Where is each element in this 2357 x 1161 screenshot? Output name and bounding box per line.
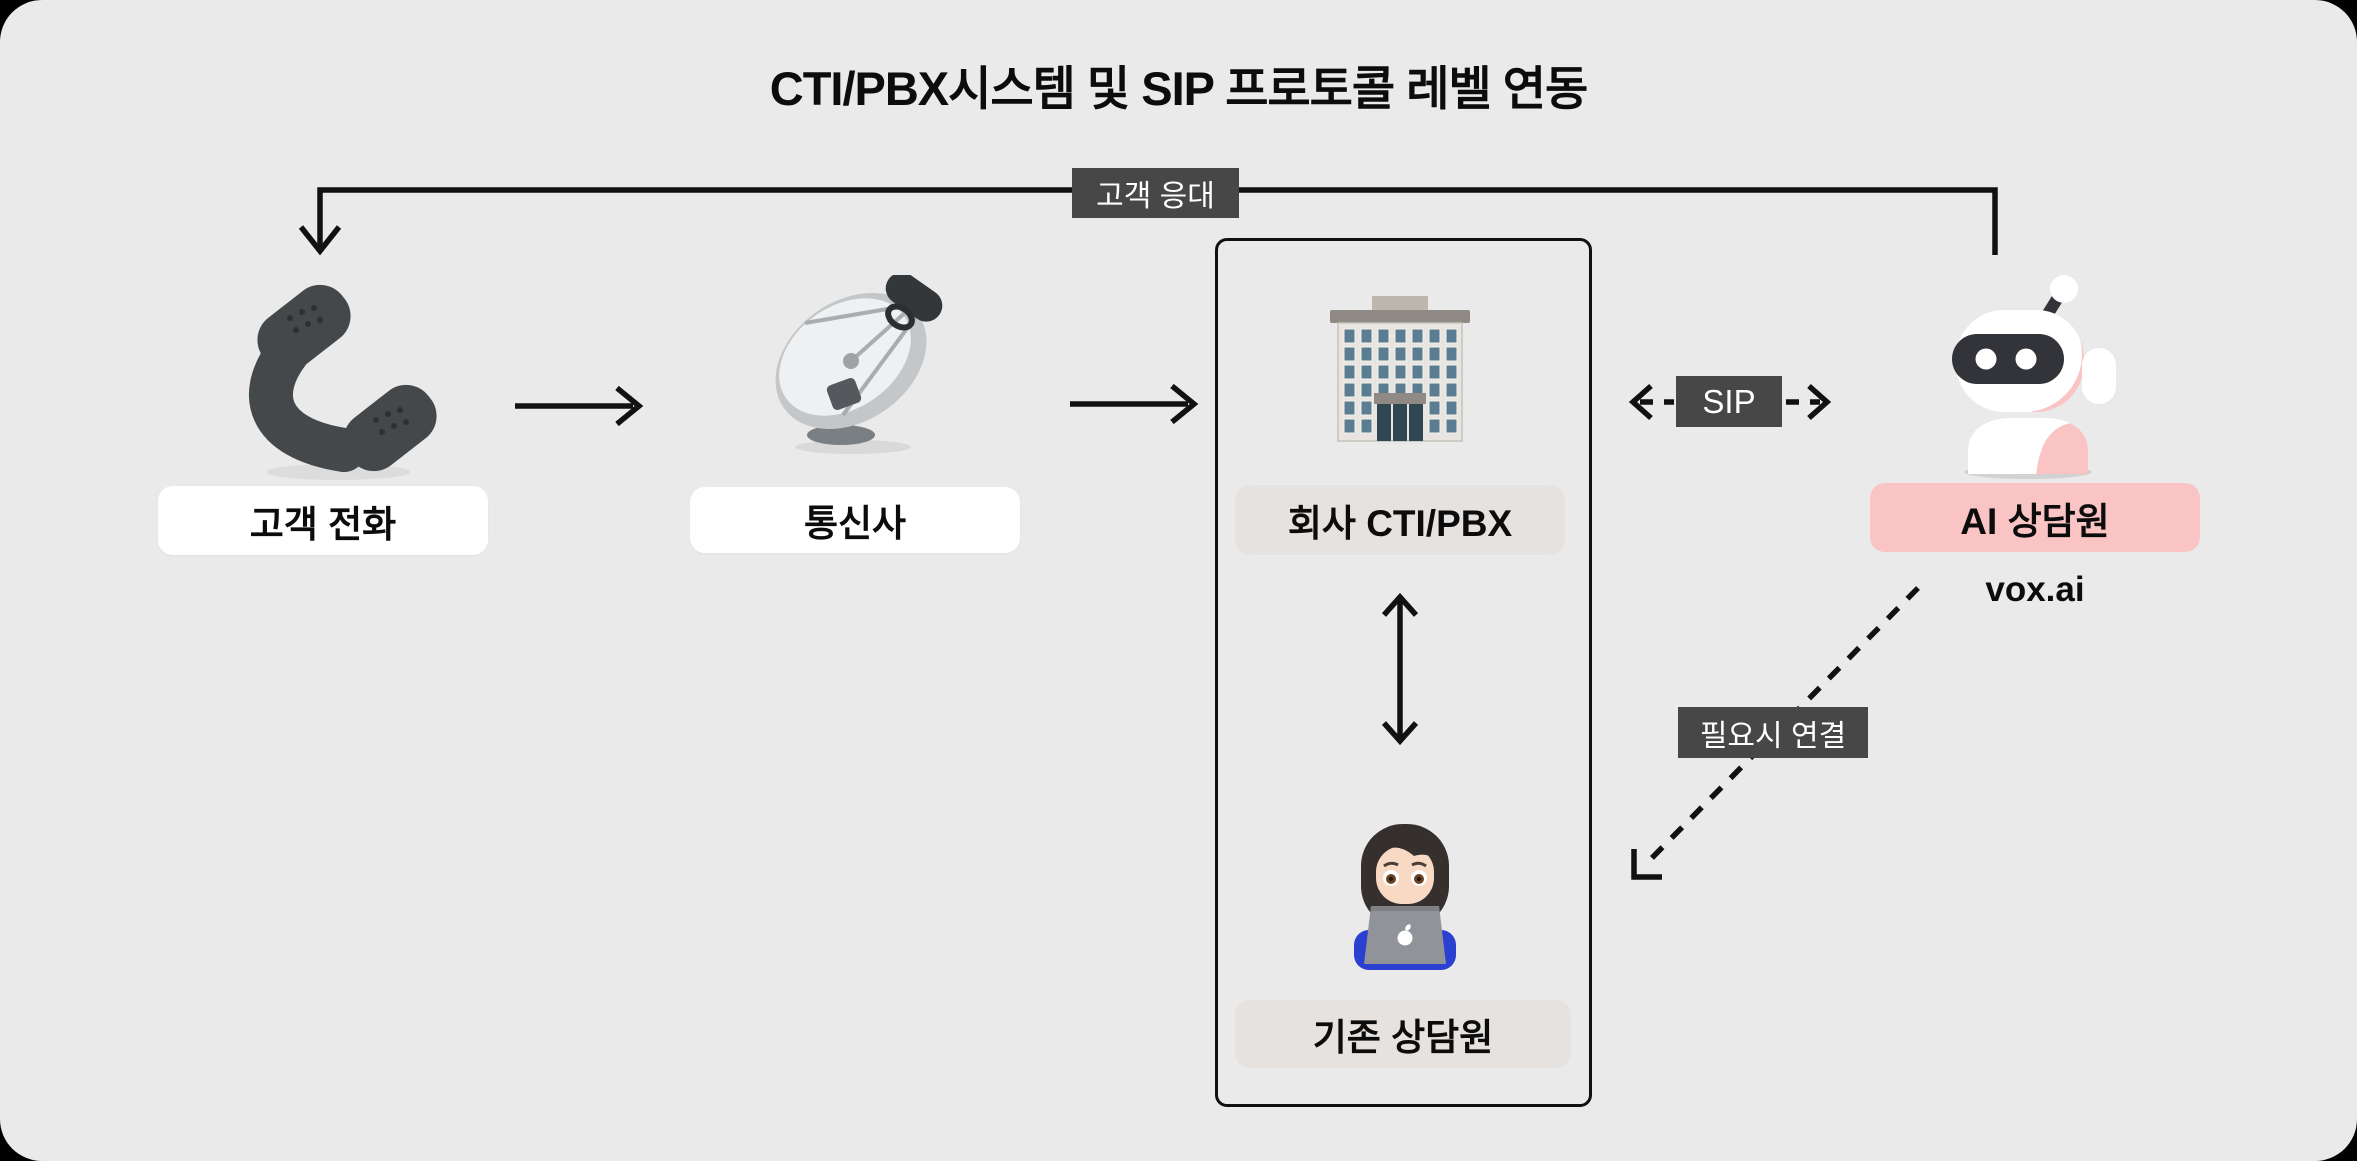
node-telecom-label: 통신사	[690, 487, 1020, 553]
telecom-to-pbx-arrow	[1070, 383, 1199, 425]
badge-sip: SIP	[1676, 376, 1782, 427]
badge-connect-when-needed: 필요시 연결	[1678, 707, 1868, 758]
node-ai-agent-label: AI 상담원	[1870, 483, 2200, 552]
robot-icon	[1952, 266, 2120, 485]
ai-agent-caption: vox.ai	[1985, 570, 2085, 609]
node-customer-phone-label: 고객 전화	[158, 486, 488, 555]
satellite-dish-icon	[765, 272, 955, 462]
node-cti-pbx-label: 회사 CTI/PBX	[1235, 485, 1565, 555]
phone-receiver-icon	[228, 282, 438, 487]
node-existing-agent-label: 기존 상담원	[1235, 1000, 1571, 1068]
badge-customer-service: 고객 응대	[1072, 168, 1239, 218]
woman-technologist-laptop-icon	[1342, 812, 1468, 975]
company-group-box	[1215, 238, 1592, 1107]
diagram-title: CTI/PBX시스템 및 SIP 프로토콜 레벨 연동	[769, 62, 1588, 115]
phone-to-telecom-arrow	[515, 385, 644, 427]
office-building-icon	[1328, 293, 1472, 448]
